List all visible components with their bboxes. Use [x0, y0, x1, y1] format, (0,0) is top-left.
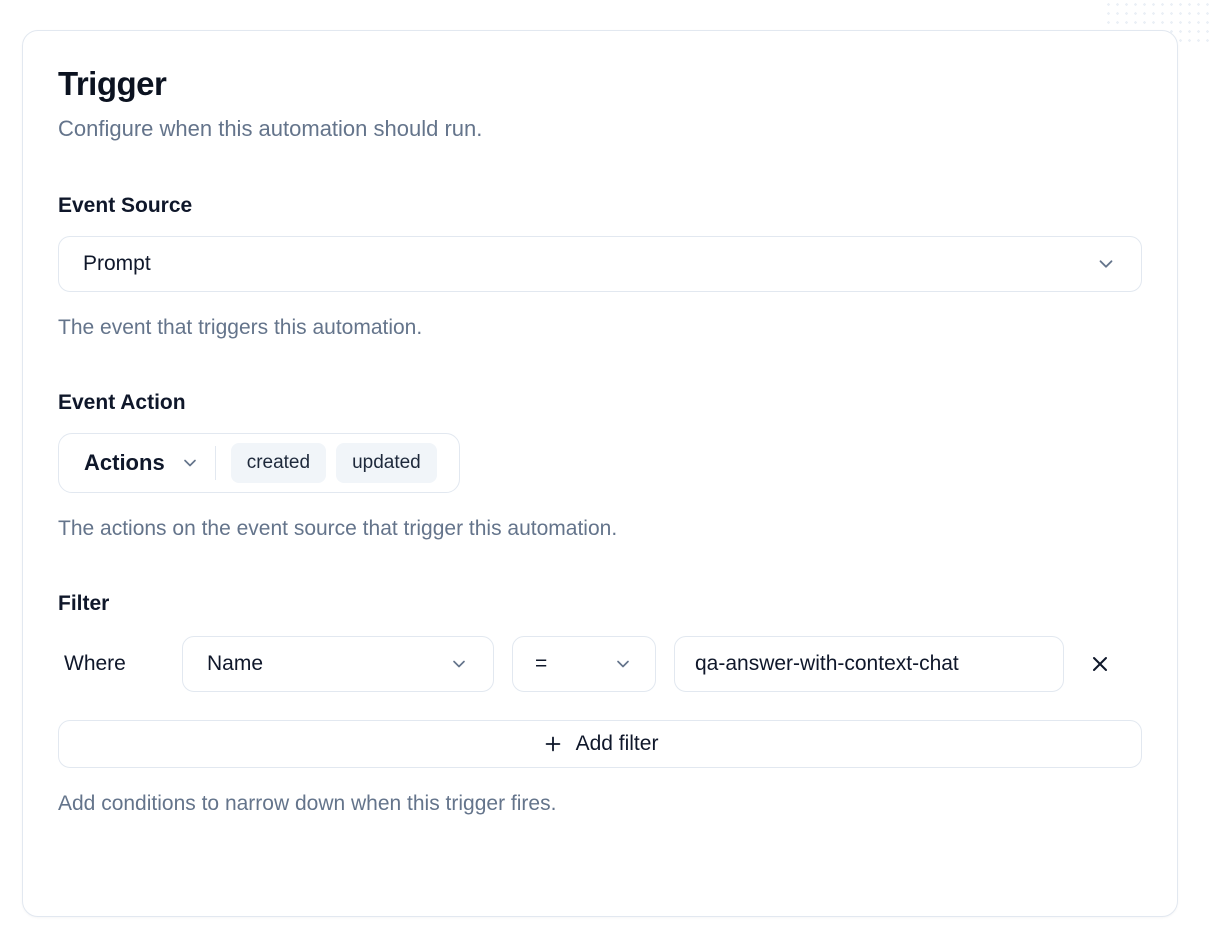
page-title: Trigger	[58, 65, 167, 102]
action-chip-created[interactable]: created	[230, 442, 327, 483]
remove-filter-button[interactable]	[1080, 644, 1120, 684]
page-subtitle: Configure when this automation should ru…	[58, 115, 483, 141]
event-action-box: Actions created updated	[58, 432, 460, 493]
actions-dropdown[interactable]: Actions	[84, 450, 200, 476]
event-action-helper: The actions on the event source that tri…	[58, 516, 618, 540]
chevron-down-icon	[613, 654, 633, 674]
filter-helper: Add conditions to narrow down when this …	[58, 792, 557, 816]
trigger-card: Trigger Configure when this automation s…	[22, 30, 1178, 917]
event-action-section: Event Action Actions created updated The…	[58, 391, 1142, 542]
close-icon	[1088, 652, 1112, 676]
actions-dropdown-label: Actions	[84, 449, 165, 475]
action-chip-updated[interactable]: updated	[336, 442, 437, 483]
chevron-down-icon	[180, 453, 200, 473]
filter-section: Filter Where Name =	[58, 592, 1142, 817]
filter-operator-select[interactable]: =	[512, 636, 656, 693]
filter-field-value: Name	[207, 652, 264, 676]
add-filter-label: Add filter	[575, 732, 659, 756]
event-source-label: Event Source	[58, 193, 193, 217]
chevron-down-icon	[1095, 253, 1117, 275]
event-source-selected-value: Prompt	[83, 251, 151, 275]
filter-row: Where Name =	[58, 636, 1142, 693]
filter-field-select[interactable]: Name	[182, 636, 494, 693]
add-filter-button[interactable]: Add filter	[58, 720, 1142, 769]
filter-operator-value: =	[535, 652, 548, 676]
filter-value-input[interactable]	[674, 636, 1064, 693]
event-source-section: Event Source Prompt The event that trigg…	[58, 194, 1142, 341]
event-source-select[interactable]: Prompt	[58, 235, 1142, 292]
event-source-helper: The event that triggers this automation.	[58, 315, 423, 339]
where-label: Where	[64, 652, 126, 676]
filter-label: Filter	[58, 592, 110, 616]
plus-icon	[542, 733, 564, 755]
chevron-down-icon	[449, 654, 469, 674]
vertical-divider	[214, 445, 216, 480]
event-action-label: Event Action	[58, 390, 186, 414]
